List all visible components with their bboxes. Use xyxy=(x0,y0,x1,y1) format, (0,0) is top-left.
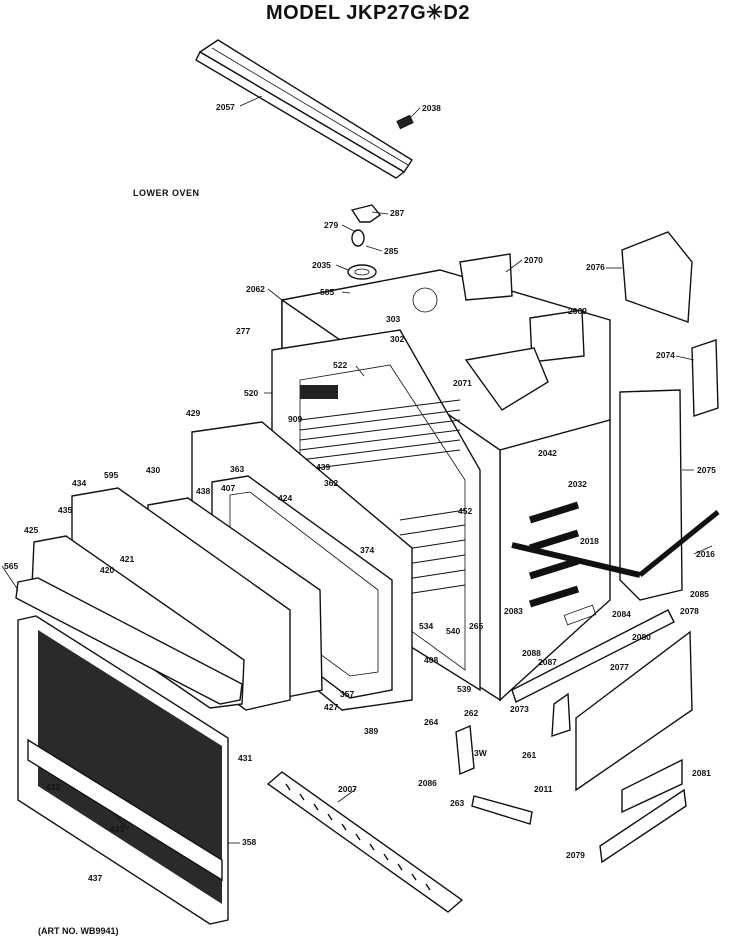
part-label: 534 xyxy=(419,621,433,631)
part-label: 427 xyxy=(324,702,338,712)
art-number: (ART NO. WB9941) xyxy=(38,926,119,936)
part-label: 438 xyxy=(196,486,210,496)
part-label: 408 xyxy=(424,655,438,665)
part-label: 520 xyxy=(244,388,258,398)
part-label: 2071 xyxy=(453,378,472,388)
clip-part xyxy=(396,114,414,130)
part-label: 429 xyxy=(186,408,200,418)
part-label: 424 xyxy=(278,493,292,503)
part-label: 2087 xyxy=(538,657,557,667)
leader-lines xyxy=(1,95,713,844)
part-label: 357 xyxy=(340,689,354,699)
part-label: 2075 xyxy=(697,465,716,475)
part-label: 2077 xyxy=(610,662,629,672)
part-label: 2080 xyxy=(632,632,651,642)
part-label: 421 xyxy=(120,554,134,564)
part-label: 2088 xyxy=(522,648,541,658)
front-frame xyxy=(17,615,229,925)
part-label: 2079 xyxy=(566,850,585,860)
part-label: 261 xyxy=(522,750,536,760)
part-label: 358 xyxy=(242,837,256,847)
part-label: 264 xyxy=(424,717,438,727)
lower-right-parts xyxy=(455,604,693,864)
part-label: 2018 xyxy=(580,536,599,546)
part-label: 565 xyxy=(4,561,18,571)
part-label: 452 xyxy=(458,506,472,516)
part-label: 2016 xyxy=(696,549,715,559)
part-label: 540 xyxy=(446,626,460,636)
part-label: 909 xyxy=(288,414,302,424)
part-label: 2086 xyxy=(418,778,437,788)
part-label: 2042 xyxy=(538,448,557,458)
part-label: 2035 xyxy=(312,260,331,270)
part-label: 439 xyxy=(316,462,330,472)
part-label: 433 xyxy=(110,824,124,834)
part-number-labels: 2057 2038 287 279 285 2035 585 303 302 2… xyxy=(4,102,716,883)
part-label: 263 xyxy=(450,798,464,808)
part-label: 363 xyxy=(230,464,244,474)
part-label: 585 xyxy=(320,287,334,297)
part-label: 303 xyxy=(386,314,400,324)
part-label: 3W xyxy=(474,748,488,758)
part-label: 435 xyxy=(58,505,72,515)
part-label: 2083 xyxy=(504,606,523,616)
part-label: 287 xyxy=(390,208,404,218)
part-label: 302 xyxy=(390,334,404,344)
part-label: 2007 xyxy=(338,784,357,794)
part-label: 374 xyxy=(360,545,374,555)
part-label: 362 xyxy=(324,478,338,488)
kick-panel xyxy=(266,771,464,913)
part-label: 432 xyxy=(46,782,60,792)
part-label: 407 xyxy=(221,483,235,493)
part-label: 539 xyxy=(457,684,471,694)
part-label: 2078 xyxy=(680,606,699,616)
part-label: 2069 xyxy=(568,306,587,316)
part-label: 277 xyxy=(236,326,250,336)
part-label: 2074 xyxy=(656,350,675,360)
part-label: 522 xyxy=(333,360,347,370)
part-label: 2081 xyxy=(692,768,711,778)
part-label: 389 xyxy=(364,726,378,736)
section-label: LOWER OVEN xyxy=(133,188,200,198)
part-label: 262 xyxy=(464,708,478,718)
part-label: 425 xyxy=(24,525,38,535)
part-label: 2070 xyxy=(524,255,543,265)
part-label: 420 xyxy=(100,565,114,575)
part-label: 2011 xyxy=(534,784,553,794)
part-label: 279 xyxy=(324,220,338,230)
part-label: 434 xyxy=(72,478,86,488)
part-label: 2073 xyxy=(510,704,529,714)
part-label: 2076 xyxy=(586,262,605,272)
part-label: 2085 xyxy=(690,589,709,599)
part-label: 2032 xyxy=(568,479,587,489)
top-rail-part xyxy=(195,39,413,179)
side-panels xyxy=(459,231,719,601)
part-label: 2084 xyxy=(612,609,631,619)
part-label: 285 xyxy=(384,246,398,256)
part-label: 431 xyxy=(238,753,252,763)
part-label: 437 xyxy=(88,873,102,883)
oven-doors xyxy=(15,421,413,711)
part-label: 2057 xyxy=(216,102,235,112)
part-label: 2062 xyxy=(246,284,265,294)
diagram-title: MODEL JKP27G✳D2 xyxy=(266,2,470,24)
part-label: 2038 xyxy=(422,103,441,113)
part-label: 595 xyxy=(104,470,118,480)
part-label: 265 xyxy=(469,621,483,631)
part-label: 430 xyxy=(146,465,160,475)
